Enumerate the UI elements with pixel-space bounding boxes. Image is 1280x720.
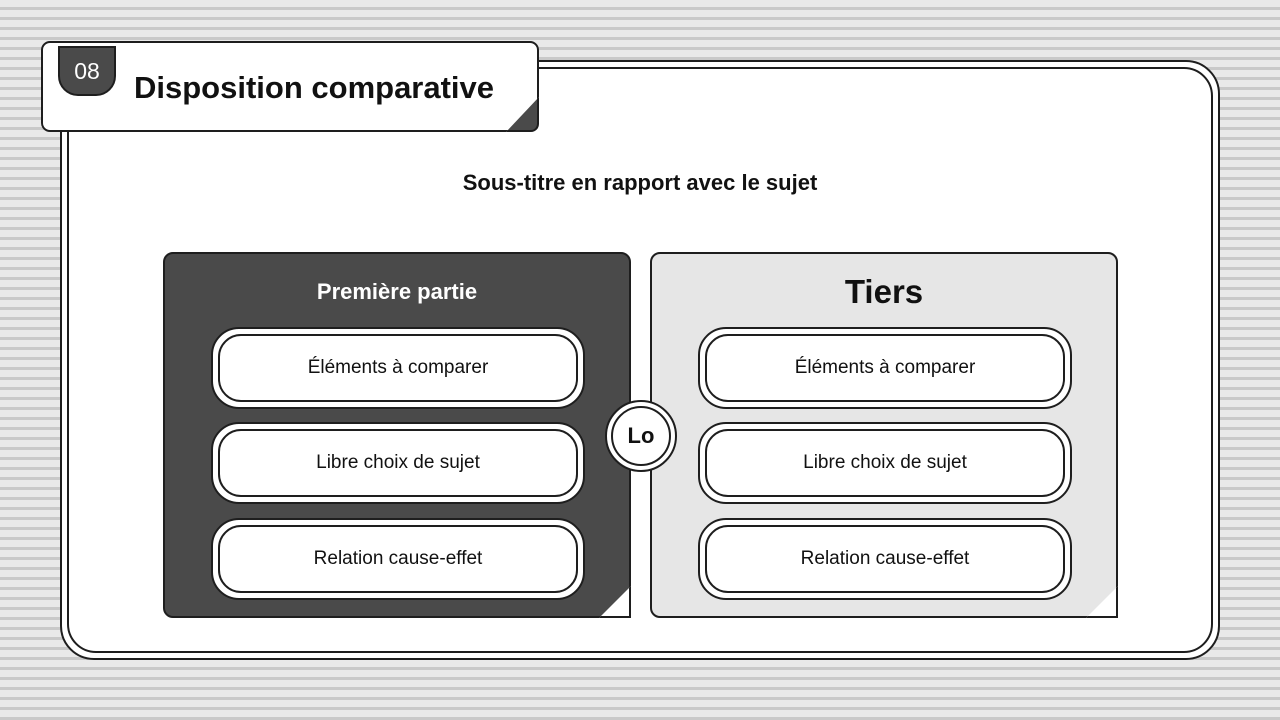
slide-frame-inner-border: [67, 67, 1213, 653]
right-item-card: Éléments à comparer: [698, 327, 1072, 409]
left-item-label: Libre choix de sujet: [218, 429, 578, 497]
right-item-label: Éléments à comparer: [705, 334, 1065, 402]
right-item-card: Libre choix de sujet: [698, 422, 1072, 504]
title-tab: [41, 41, 539, 132]
left-item-card: Libre choix de sujet: [211, 422, 585, 504]
versus-label: Lo: [611, 406, 671, 466]
right-panel-folded-corner: [1086, 586, 1118, 618]
left-panel-heading: Première partie: [316, 279, 478, 304]
left-comparison-panel: Première partie Éléments à comparer Libr…: [163, 252, 631, 618]
right-item-label: Libre choix de sujet: [705, 429, 1065, 497]
versus-circle: Lo: [605, 400, 677, 472]
right-item-card: Relation cause-effet: [698, 518, 1072, 600]
slide-number-badge: 08: [58, 46, 116, 96]
right-comparison-panel: Tiers Éléments à comparer Libre choix de…: [650, 252, 1118, 618]
left-item-card: Éléments à comparer: [211, 327, 585, 409]
slide-title: Disposition comparative: [134, 70, 495, 105]
left-item-label: Relation cause-effet: [218, 525, 578, 593]
left-panel-folded-corner: [599, 586, 631, 618]
slide-subtitle: Sous-titre en rapport avec le sujet: [462, 170, 818, 195]
left-item-card: Relation cause-effet: [211, 518, 585, 600]
right-item-label: Relation cause-effet: [705, 525, 1065, 593]
right-panel-heading: Tiers: [844, 273, 924, 310]
left-item-label: Éléments à comparer: [218, 334, 578, 402]
